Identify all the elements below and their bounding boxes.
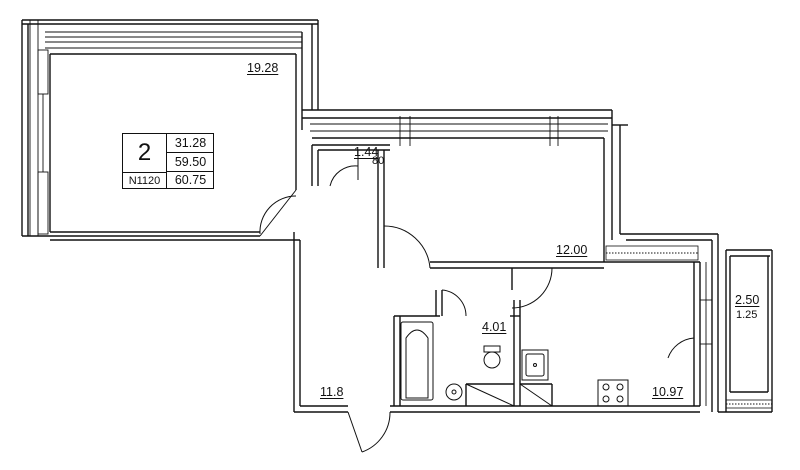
- total-area: 59.50: [167, 153, 214, 172]
- rooms-count: 2: [123, 134, 167, 172]
- balcony-reduced-area: 1.25: [736, 309, 758, 321]
- closet-note: 80: [372, 155, 385, 167]
- room-large-walls: [21, 19, 319, 241]
- area-with-balcony: 60.75: [174, 173, 207, 188]
- room-small-area: 12.00: [556, 243, 588, 257]
- closet-walls: [311, 144, 390, 186]
- kitchen-area: 10.97: [652, 385, 684, 399]
- doors: [259, 150, 695, 453]
- balcony-walls: [718, 249, 773, 413]
- closet-area: 1.44: [354, 145, 379, 159]
- hall-area: 11.8: [320, 385, 344, 399]
- info-box: 2 31.28 59.50 N1120 60.75: [122, 133, 214, 189]
- hall-walls: [293, 232, 700, 413]
- room-large-area: 19.28: [247, 61, 279, 75]
- room-small-walls: [302, 109, 628, 269]
- kitchen-walls: [511, 233, 719, 412]
- bathroom-area: 4.01: [482, 320, 507, 334]
- bathroom-walls: [393, 290, 553, 407]
- apartment-id: N1120: [123, 172, 167, 189]
- balcony-area: 2.50: [735, 293, 760, 307]
- living-area: 31.28: [167, 134, 214, 153]
